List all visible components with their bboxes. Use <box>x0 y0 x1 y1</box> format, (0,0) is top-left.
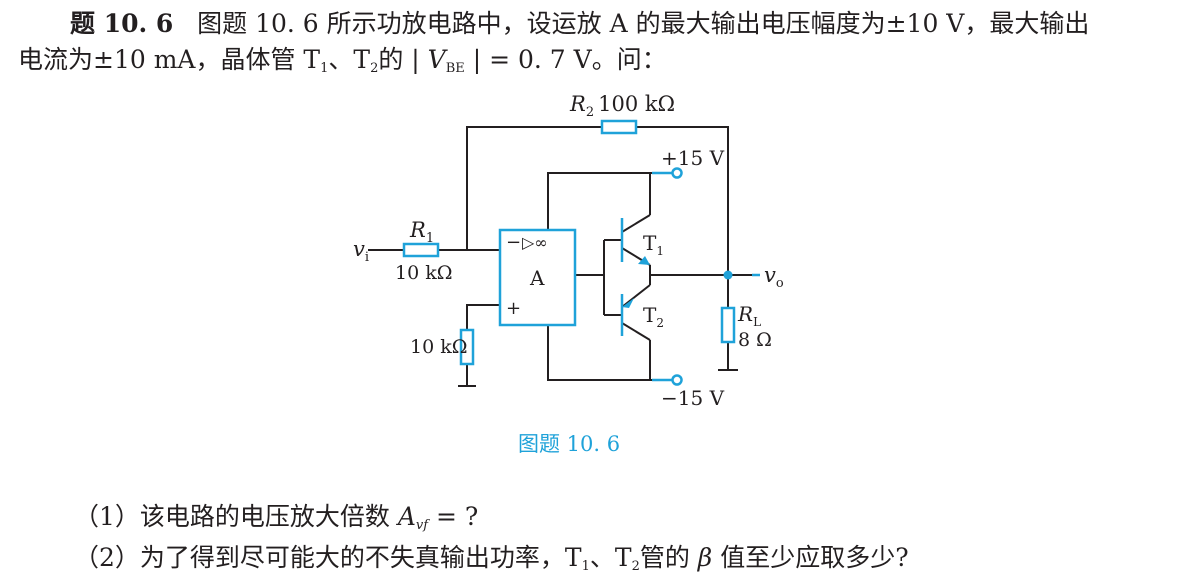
problem-line-1: 题 10. 6 图题 10. 6 所示功放电路中，设运放 A 的最大输出电压幅度… <box>70 4 1089 40</box>
question-2-number: （2） <box>74 543 140 572</box>
q2-t2-subscript: 2 <box>631 559 640 574</box>
r1-value: 10 kΩ <box>395 262 452 284</box>
problem-text-2b: 、T <box>328 45 371 74</box>
question-2: （2）为了得到尽可能大的不失真输出功率，T1、T2管的 β 值至少应取多少? <box>74 538 909 574</box>
r2-resistor <box>600 119 638 135</box>
problem-text-2a: 电流为±10 mA，晶体管 T <box>18 45 321 74</box>
avf-variable: A <box>397 502 416 531</box>
question-1-tail: = ? <box>428 502 479 531</box>
vplus-terminal <box>671 167 683 179</box>
rl-value: 8 Ω <box>738 329 772 351</box>
question-1: （1）该电路的电压放大倍数 Avf = ? <box>74 497 478 533</box>
problem-text-2c: 的 | <box>378 45 428 74</box>
q2-t1-subscript: 1 <box>581 559 590 574</box>
question-2-tail: 值至少应取多少? <box>712 543 909 572</box>
t1-label: T1 <box>643 231 664 258</box>
r3-resistor <box>459 328 475 366</box>
question-2-post: 管的 <box>639 543 698 572</box>
vi-label: vi <box>353 237 369 265</box>
t1-collector-leg <box>621 214 651 233</box>
vminus-rail <box>547 325 652 381</box>
vplus-label: +15 V <box>661 146 725 170</box>
question-1-text: 该电路的电压放大倍数 <box>139 502 398 531</box>
avf-subscript: vf <box>415 518 429 533</box>
vplus-rail <box>547 172 652 230</box>
r3-value: 10 kΩ <box>410 336 467 358</box>
problem-text-2d: | = 0. 7 V。问： <box>464 45 667 74</box>
opamp-infinity: ▷∞ <box>522 233 548 252</box>
question-2-mid: 、T <box>589 543 632 572</box>
t1-emitter-arrow <box>638 256 650 265</box>
t2-label: T2 <box>643 303 664 330</box>
vbe-subscript: BE <box>445 61 465 76</box>
t2-emitter-leg <box>621 284 651 308</box>
r1-resistor <box>402 242 440 258</box>
t1-subscript: 1 <box>320 61 329 76</box>
opamp-name: A <box>529 266 545 290</box>
opamp-body <box>498 228 577 327</box>
output-node <box>723 270 733 280</box>
plus-input-wire <box>466 304 500 330</box>
vminus-label: −15 V <box>661 386 725 410</box>
t2-subscript: 2 <box>370 61 379 76</box>
opamp-plus: + <box>506 298 521 319</box>
problem-number: 题 10. 6 <box>70 9 174 38</box>
t2-collector-leg <box>621 322 651 341</box>
problem-text-1: 图题 10. 6 所示功放电路中，设运放 A 的最大输出电压幅度为±10 V，最… <box>197 9 1090 38</box>
rl-label: RL <box>737 302 761 329</box>
t2-emitter-arrow <box>622 298 634 308</box>
feedback-wire-left <box>466 126 602 250</box>
opamp-minus: − <box>506 232 521 253</box>
vbe-variable: V <box>427 45 446 74</box>
question-1-number: （1） <box>74 502 140 531</box>
beta-symbol: β <box>697 543 713 572</box>
problem-line-2: 电流为±10 mA，晶体管 T1、T2的 | VBE | = 0. 7 V。问： <box>18 40 667 76</box>
feedback-wire-right <box>636 126 729 275</box>
question-2-text: 为了得到尽可能大的不失真输出功率，T <box>139 543 582 572</box>
r1-label: R1 <box>409 218 434 246</box>
vo-label: vo <box>764 263 784 291</box>
rl-resistor <box>720 306 736 344</box>
figure-caption: 图题 10. 6 <box>518 432 621 456</box>
vminus-terminal <box>671 374 683 386</box>
